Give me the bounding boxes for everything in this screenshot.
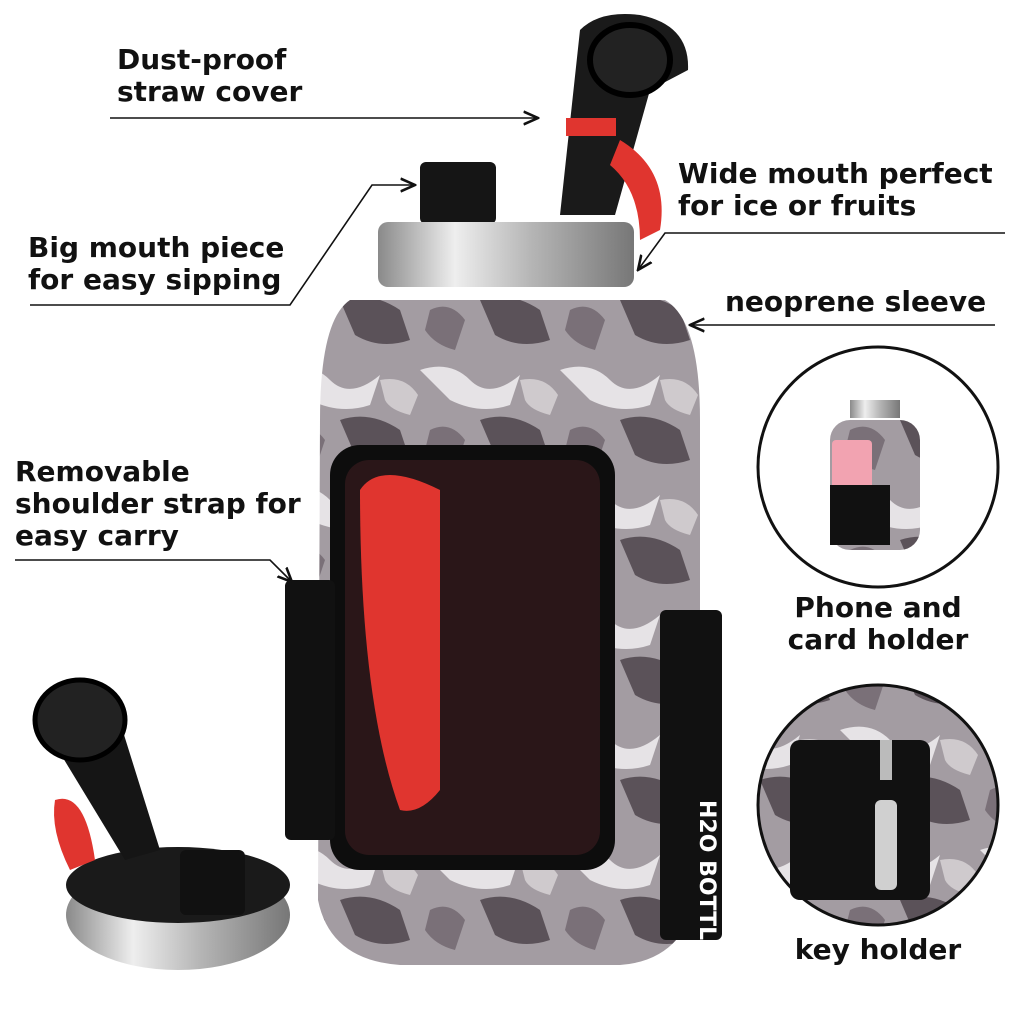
wide-mouth-callout: Wide mouth perfect for ice or fruits (678, 157, 993, 222)
strap-callout: Removable shoulder strap for easy carry (15, 455, 301, 552)
phone-holder-inset (756, 345, 1000, 589)
main-bottle: H2O BOTTLE (285, 14, 722, 965)
spare-lid (32, 677, 290, 970)
handle (360, 475, 440, 811)
phone-holder-callout: Phone and card holder (787, 591, 969, 656)
key-holder-callout: key holder (794, 933, 962, 966)
mouth-piece (420, 162, 496, 224)
key-holder-inset (756, 683, 1000, 927)
mouth-piece-callout: Big mouth piece for easy sipping (28, 231, 285, 296)
leader-lines (15, 118, 1005, 582)
sleeve-callout: neoprene sleeve (725, 285, 987, 318)
steel-cap (378, 222, 634, 287)
strap-logo: H2O BOTTLE (694, 800, 719, 955)
strap-left (285, 580, 335, 840)
strap-right (660, 610, 722, 940)
straw-cover-callout: Dust-proof straw cover (117, 43, 303, 108)
